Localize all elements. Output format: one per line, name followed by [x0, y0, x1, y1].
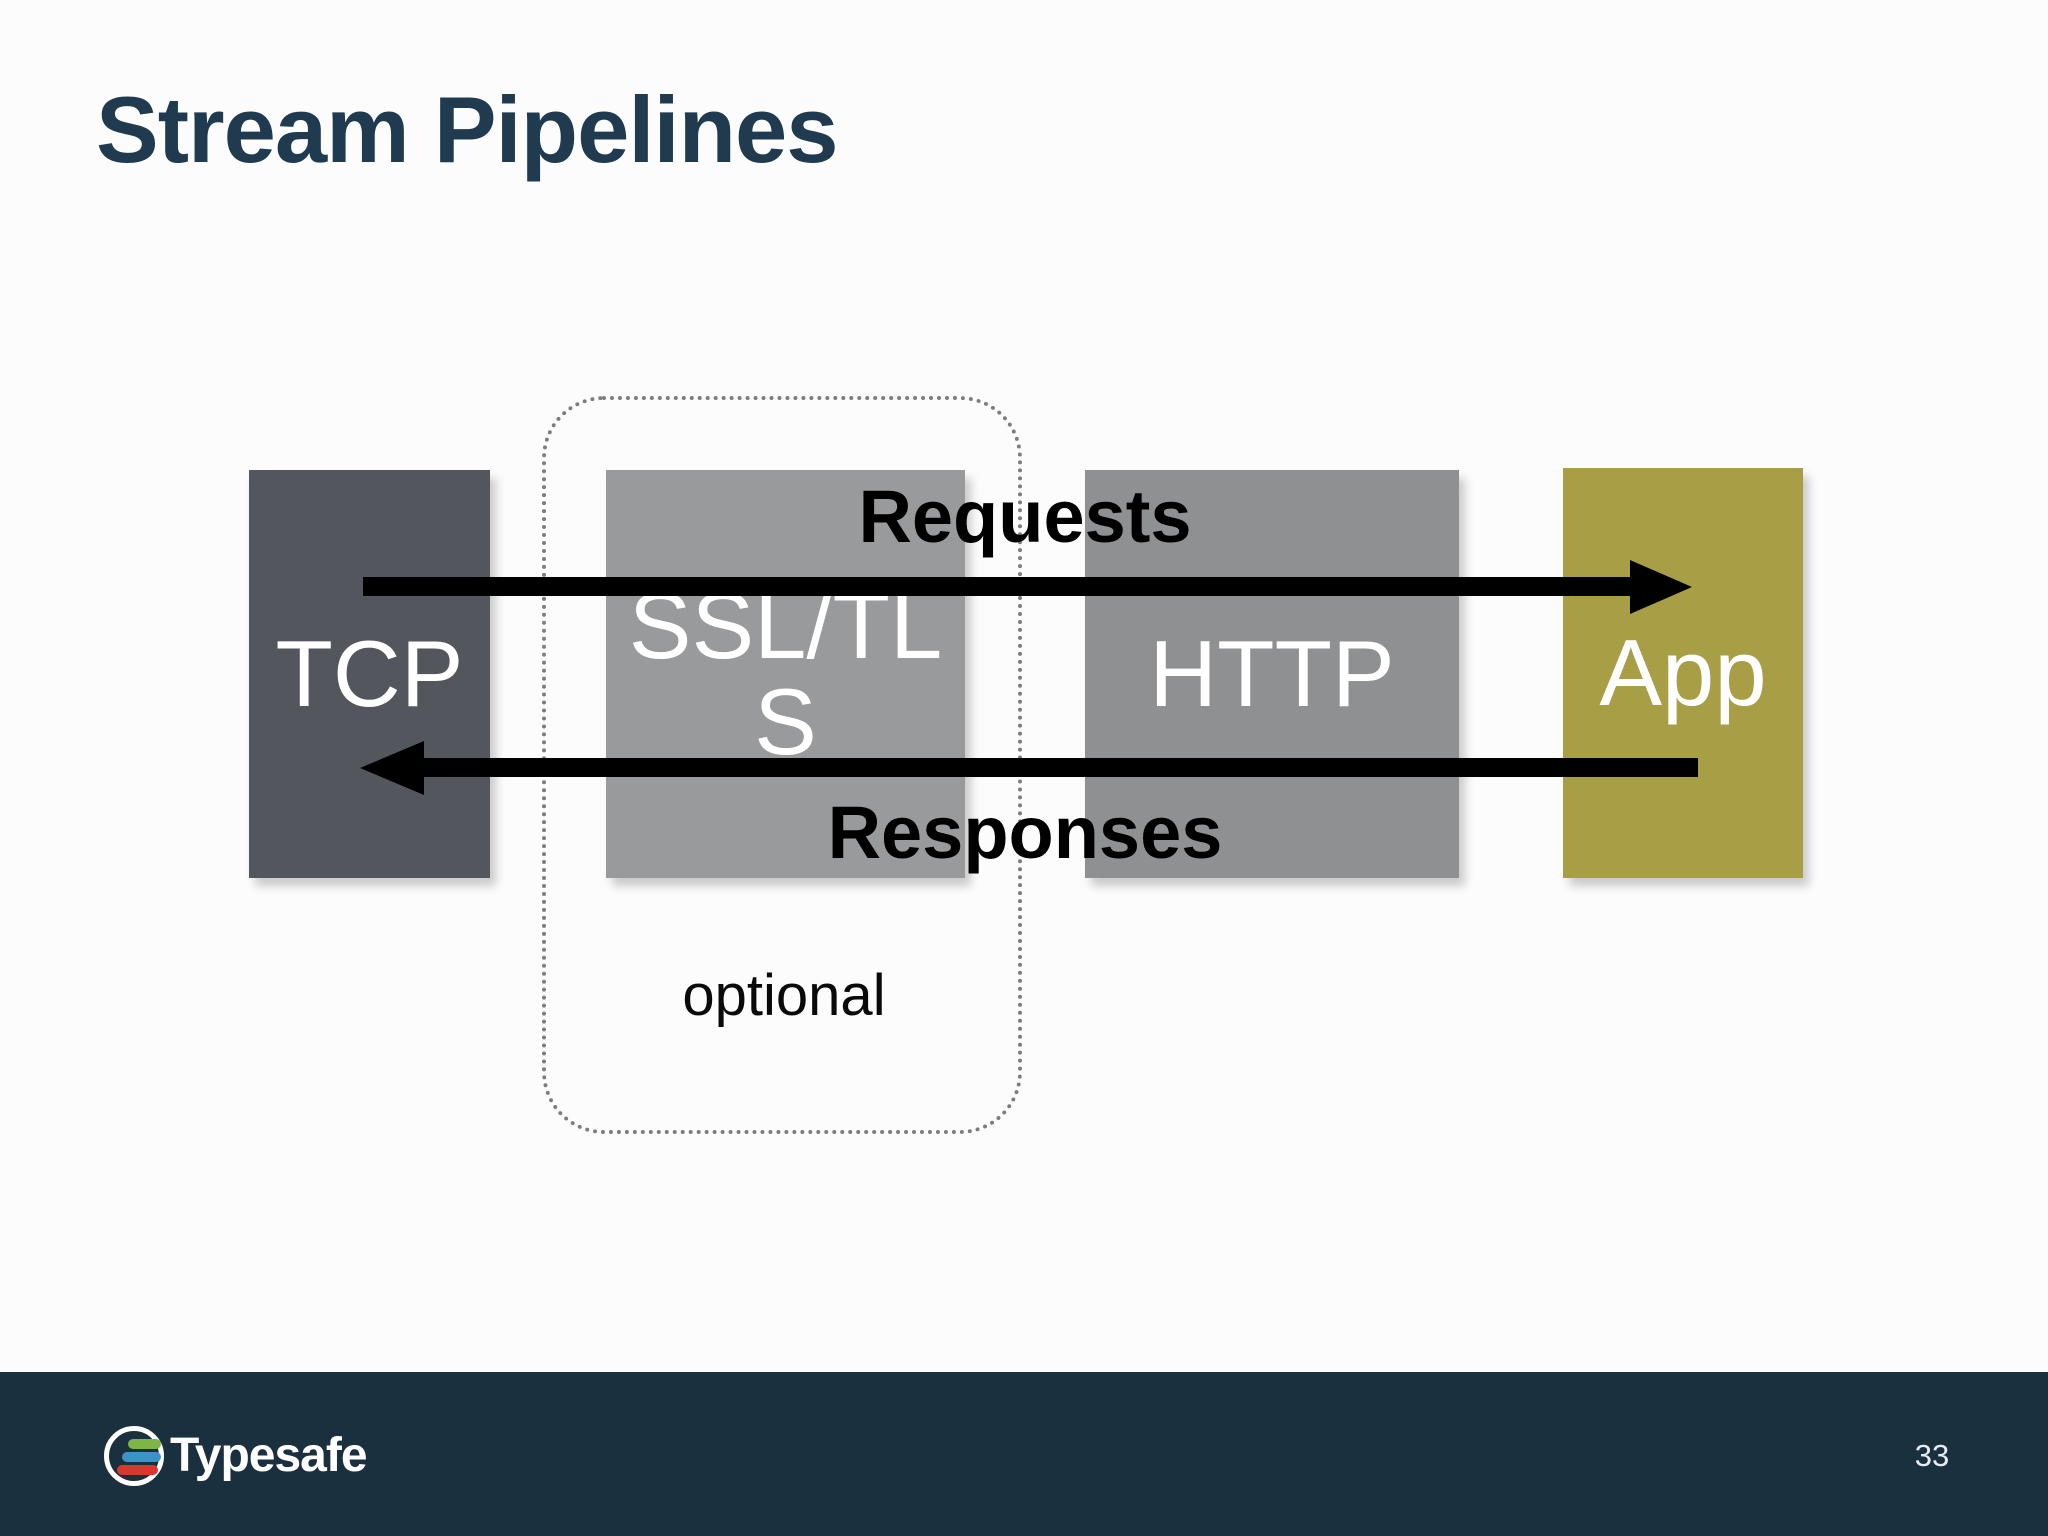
box-http-label: HTTP: [1149, 621, 1395, 727]
requests-label: Requests: [858, 475, 1192, 558]
requests-arrow-shaft: [363, 577, 1633, 596]
optional-label: optional: [682, 963, 886, 1028]
footer-bar: [0, 1372, 2048, 1536]
responses-label: Responses: [827, 791, 1223, 874]
typesafe-logo-icon: [104, 1426, 164, 1486]
box-http: HTTP: [1085, 470, 1459, 878]
page-number: 33: [1914, 1438, 1950, 1473]
requests-arrowhead-right-icon: [1630, 560, 1692, 614]
responses-arrow-shaft: [424, 758, 1698, 777]
brand-name: Typesafe: [170, 1429, 368, 1482]
typesafe-logo-green-bar-icon: [128, 1439, 161, 1449]
responses-arrowhead-left-icon: [360, 741, 424, 795]
box-tcp-label: TCP: [275, 621, 464, 727]
box-app: App: [1563, 468, 1803, 878]
slide-title: Stream Pipelines: [96, 77, 839, 182]
typesafe-logo-blue-bar-icon: [122, 1452, 161, 1462]
box-app-label: App: [1599, 620, 1767, 726]
typesafe-logo-red-bar-icon: [117, 1465, 158, 1475]
box-tcp: TCP: [249, 470, 490, 878]
